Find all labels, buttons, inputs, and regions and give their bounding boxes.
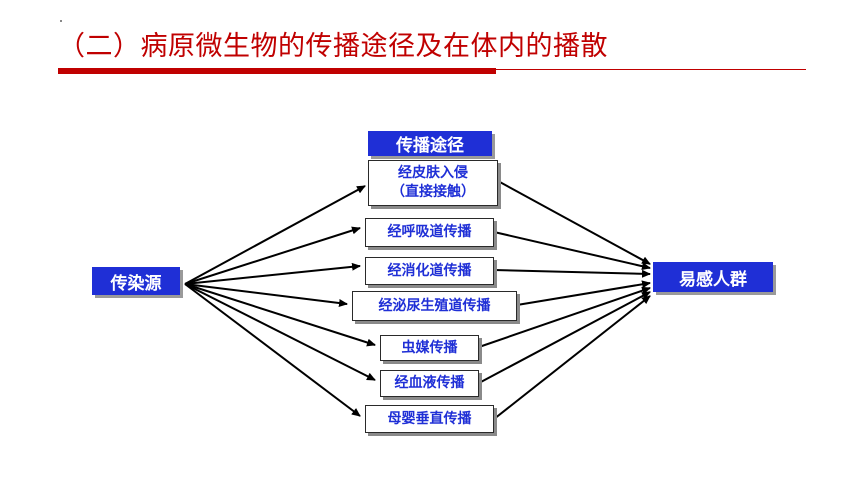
arrow-urogenital-to-target <box>516 280 651 306</box>
route-urogenital-label: 经泌尿生殖道传播 <box>378 297 491 314</box>
corner-dot <box>60 20 62 22</box>
arrow-source-to-skin <box>184 185 366 285</box>
slide-title: （二）病原微生物的传播途径及在体内的播散 <box>58 31 608 62</box>
routes-header: 传播途径 <box>368 131 492 156</box>
route-vertical: 母婴垂直传播 <box>365 405 494 433</box>
arrow-source-to-digestive <box>184 262 361 285</box>
route-skin-label: 经皮肤入侵 <box>398 165 468 181</box>
arrow-blood-to-target <box>478 291 651 384</box>
route-urogenital: 经泌尿生殖道传播 <box>352 291 517 321</box>
arrow-vector-to-target <box>478 286 651 348</box>
route-digestive-label: 经消化道传播 <box>387 262 472 279</box>
arrow-source-to-vector <box>184 283 376 347</box>
route-vector: 虫媒传播 <box>380 335 479 361</box>
route-blood-label: 经血液传播 <box>394 375 465 391</box>
route-vertical-label: 母婴垂直传播 <box>387 410 472 427</box>
route-skin-sublabel: （直接接触） <box>391 184 475 200</box>
title-accent-bar <box>58 68 496 74</box>
arrow-respiratory-to-target <box>493 231 651 271</box>
arrow-source-to-blood <box>184 283 376 381</box>
route-respiratory-label: 经呼吸道传播 <box>387 224 472 240</box>
infection-source-node: 传染源 <box>92 267 180 295</box>
arrow-vertical-to-target <box>493 295 651 420</box>
susceptible-population-node: 易感人群 <box>653 262 773 292</box>
arrow-source-to-vertical <box>184 283 361 417</box>
arrow-source-to-respiratory <box>184 226 361 285</box>
route-respiratory: 经呼吸道传播 <box>365 218 494 247</box>
route-vector-label: 虫媒传播 <box>401 339 458 356</box>
arrow-skin-to-target <box>497 180 651 265</box>
route-skin-contact: 经皮肤入侵 （直接接触） <box>368 160 498 206</box>
arrow-digestive-to-target <box>493 269 651 278</box>
route-blood: 经血液传播 <box>380 370 479 397</box>
arrow-source-to-urogenital <box>184 283 348 307</box>
route-digestive: 经消化道传播 <box>365 257 494 285</box>
